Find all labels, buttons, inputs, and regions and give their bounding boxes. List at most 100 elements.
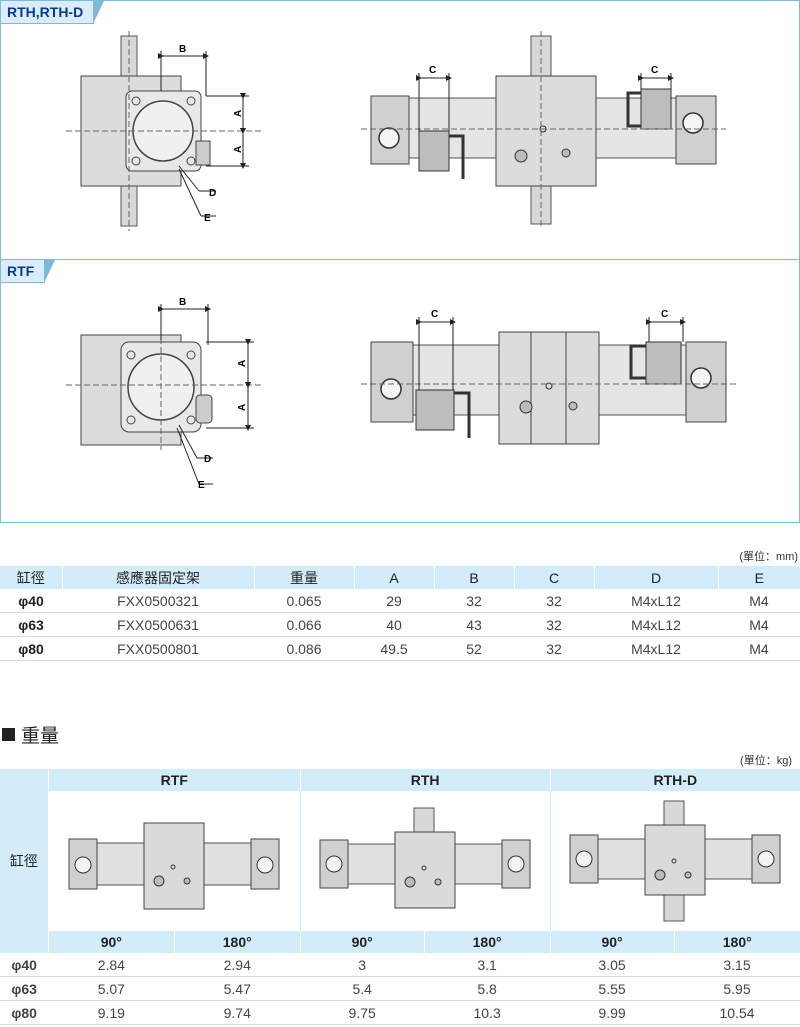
weight-angle-header: 90° [47, 931, 175, 953]
spec-header-a: A [354, 566, 435, 589]
weight-header-bore: 缸徑 [0, 769, 49, 953]
spec-header-bracket: 感應器固定架 [62, 566, 255, 589]
table-row: φ40 FXX0500321 0.065 29 32 32 M4xL12 M4 [0, 589, 800, 613]
weight-section-heading: 重量 [2, 721, 59, 748]
table-cell: φ40 [0, 953, 49, 977]
rth-d-actuator-icon [569, 800, 781, 921]
table-cell: φ63 [0, 612, 62, 637]
table-cell: 2.84 [48, 953, 175, 977]
table-cell: 9.75 [300, 1000, 425, 1025]
table-row: φ40 2.84 2.94 3 3.1 3.05 3.15 [0, 953, 800, 977]
rtf-product-image [47, 791, 301, 931]
table-cell: 0.066 [254, 612, 354, 637]
dim-label-d: D [209, 188, 216, 199]
table-cell: 0.086 [254, 636, 354, 661]
table-cell: 32 [434, 589, 514, 613]
spec-header-d: D [594, 566, 719, 589]
dim-label-e: E [204, 213, 211, 224]
panel-tag-rth: RTH,RTH-D [1, 1, 105, 24]
rtf-dim-label-c-right: C [661, 309, 668, 320]
dim-label-c-right: C [651, 65, 658, 76]
rth-d-product-image [549, 791, 800, 931]
dim-label-a-bottom: A [233, 146, 244, 153]
rth-front-view [361, 31, 726, 229]
table-cell: 5.95 [674, 976, 800, 1001]
table-row: φ63 FXX0500631 0.066 40 43 32 M4xL12 M4 [0, 612, 800, 637]
rtf-drawing: B A A D E C [66, 297, 736, 491]
table-cell: 49.5 [354, 636, 434, 661]
spec-header-c: C [514, 566, 595, 589]
weight-section-title: 重量 [21, 726, 60, 747]
table-cell: φ80 [0, 636, 62, 661]
table-cell: 9.99 [550, 1000, 675, 1025]
sensor-bracket-table: 缸徑 感應器固定架 重量 A B C D E φ40 FXX0500321 0.… [0, 566, 800, 661]
dim-label-a-top: A [233, 110, 244, 117]
spec-unit-label: (單位：mm) [739, 551, 798, 563]
table-cell: 32 [514, 589, 594, 613]
rtf-dim-label-b: B [179, 297, 186, 308]
table-cell: 2.94 [174, 953, 301, 977]
table-row: φ63 5.07 5.47 5.4 5.8 5.55 5.95 [0, 976, 800, 1001]
table-cell: 32 [514, 612, 594, 637]
table-cell: FXX0500801 [62, 636, 254, 661]
panel-tag-rtf: RTF [1, 260, 56, 283]
rtf-dim-label-d: D [204, 454, 211, 465]
weight-header-rth-d: RTH-D [549, 769, 800, 791]
table-cell: 5.4 [300, 976, 425, 1001]
table-cell: M4 [718, 636, 800, 661]
table-cell: 0.065 [254, 589, 354, 613]
table-cell: 5.07 [48, 976, 175, 1001]
rth-drawing: B A A D E [66, 31, 726, 231]
table-cell: M4xL12 [594, 589, 718, 613]
table-cell: 3.15 [674, 953, 800, 977]
dim-label-b: B [179, 44, 186, 55]
table-cell: 29 [354, 589, 434, 613]
weight-angle-header: 180° [673, 931, 800, 953]
weight-header-rtf: RTF [47, 769, 301, 791]
weight-table: 缸徑 RTF RTH RTH-D [0, 769, 800, 1025]
table-cell: 52 [434, 636, 514, 661]
table-cell: 3 [300, 953, 425, 977]
table-cell: M4 [718, 589, 800, 613]
table-cell: 5.47 [174, 976, 301, 1001]
table-cell: 40 [354, 612, 434, 637]
rtf-dim-label-a-bottom: A [237, 404, 248, 411]
table-cell: 5.55 [550, 976, 675, 1001]
table-row: φ80 FXX0500801 0.086 49.5 52 32 M4xL12 M… [0, 636, 800, 661]
rtf-side-view [66, 304, 261, 485]
rth-side-view [66, 31, 261, 231]
rtf-front-view [361, 317, 736, 445]
table-cell: 9.19 [48, 1000, 175, 1025]
table-cell: 43 [434, 612, 514, 637]
table-cell: 10.3 [424, 1000, 551, 1025]
table-cell: 9.74 [174, 1000, 301, 1025]
weight-angle-header: 90° [549, 931, 675, 953]
table-cell: 5.8 [424, 976, 551, 1001]
dim-label-c-left: C [429, 65, 436, 76]
spec-header-bore: 缸徑 [0, 566, 63, 589]
table-cell: M4 [718, 612, 800, 637]
rth-actuator-icon [319, 807, 531, 908]
table-cell: 3.05 [550, 953, 675, 977]
table-cell: φ40 [0, 589, 62, 613]
square-bullet-icon [2, 728, 15, 741]
rth-product-image [299, 791, 551, 931]
weight-angle-header: 180° [173, 931, 301, 953]
spec-header-weight: 重量 [254, 566, 355, 589]
rtf-actuator-icon [68, 822, 280, 909]
table-cell: 10.54 [674, 1000, 800, 1025]
table-cell: FXX0500631 [62, 612, 254, 637]
weight-header-rth: RTH [299, 769, 551, 791]
table-cell: 3.1 [424, 953, 551, 977]
rtf-dim-label-c-left: C [431, 309, 438, 320]
table-row: φ80 9.19 9.74 9.75 10.3 9.99 10.54 [0, 1000, 800, 1025]
table-cell: φ80 [0, 1000, 49, 1025]
drawing-panel-rth: RTH,RTH-D [0, 0, 800, 260]
weight-unit-label: (單位：kg) [740, 755, 792, 767]
table-cell: M4xL12 [594, 636, 718, 661]
spec-header-e: E [718, 566, 800, 589]
spec-header-row: 缸徑 感應器固定架 重量 A B C D E [0, 566, 800, 589]
spec-header-b: B [434, 566, 515, 589]
drawing-panel-rtf: RTF [0, 259, 800, 523]
table-cell: FXX0500321 [62, 589, 254, 613]
